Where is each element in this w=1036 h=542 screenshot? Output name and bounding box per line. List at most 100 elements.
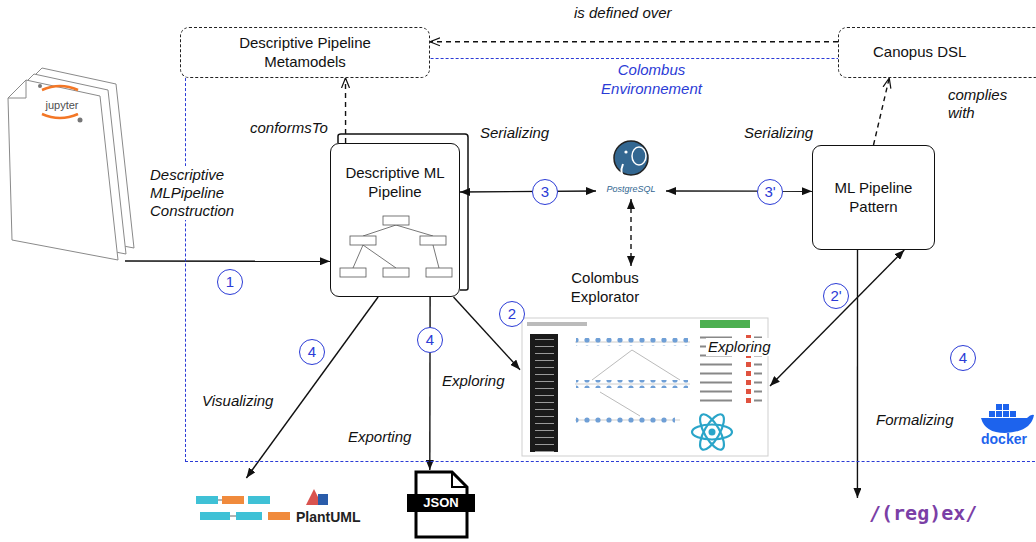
postgres-elephant: [621, 164, 625, 178]
node-label: JSON: [413, 494, 469, 512]
react-logo: [692, 425, 732, 440]
notebook-pages: [42, 114, 78, 118]
plantuml-sample: [230, 516, 236, 517]
docker-whale: [1003, 411, 1009, 417]
node-label: /(reg)ex/: [869, 501, 995, 526]
edge-label: complies with: [946, 86, 1028, 122]
node-label: jupyter: [43, 99, 80, 113]
callout-number: 1: [217, 269, 243, 295]
callout-number: 2': [823, 283, 849, 309]
pipeline-tree: [340, 268, 366, 277]
docker-whale: [989, 411, 995, 417]
explorer-screenshot: [592, 350, 632, 380]
react-logo: [692, 411, 732, 453]
postgres-elephant: [632, 147, 646, 165]
connector: [246, 297, 378, 478]
metamodel-box: Descriptive Pipeline Metamodels: [180, 27, 430, 78]
pipeline-tree: [350, 236, 376, 245]
edge-label: Exploring: [440, 372, 507, 390]
notebook-files: jupyter: [5, 68, 125, 264]
logo-label: docker: [981, 431, 1027, 447]
explorer-tool: Colombus Explorator: [520, 266, 770, 458]
edge-label: Exporting: [346, 428, 413, 446]
connector: [345, 78, 347, 143]
node-label: PostgreSQL: [596, 184, 666, 195]
explorer-screenshot: [600, 392, 640, 416]
pipeline-tree: [363, 225, 396, 236]
pipeline-tree: [433, 245, 439, 268]
plantuml-sample: [318, 494, 328, 505]
plantuml-sample: [248, 496, 270, 504]
edge-label: conformsTo: [248, 119, 330, 137]
edge-label: Exploring: [706, 338, 773, 356]
callout-number: 4: [950, 345, 976, 371]
stacked-pipeline-back: [338, 134, 468, 290]
notebook-pages: [38, 84, 42, 88]
explorer-screenshot: [530, 334, 558, 452]
notebook-pages: [8, 80, 118, 260]
node-label: Colombus Environnement: [584, 61, 719, 99]
dsl-box: Canopus DSL: [838, 27, 1036, 78]
explorer-screenshot: [576, 338, 688, 346]
notebook-pages: [42, 86, 78, 90]
plantuml-sample: [200, 512, 230, 520]
notebook-pages: [8, 68, 134, 260]
explorer-screenshot: [632, 350, 680, 380]
connector: [857, 250, 858, 498]
pipeline-box: Descriptive ML Pipeline: [330, 143, 460, 297]
callout-number: 3: [532, 179, 558, 205]
notebook-pages: [8, 80, 26, 98]
plantuml-sample: [196, 496, 218, 504]
explorer-screenshot: [700, 320, 750, 328]
pipeline-tree: [426, 268, 452, 277]
connector: [460, 190, 596, 192]
edge-label: Formalizing: [874, 411, 956, 429]
node-label: PlantUML: [296, 509, 362, 527]
edge-label: Serializing: [478, 124, 551, 142]
postgres-elephant: [614, 141, 648, 178]
node-label: Descriptive ML Pipeline: [345, 164, 445, 202]
edge-label: Descriptive MLPipeline Construction: [148, 166, 260, 220]
postgres-elephant: [624, 150, 627, 153]
connector: [430, 41, 838, 42]
connector: [125, 260, 330, 262]
connector: [666, 190, 812, 192]
docker-whale: [1003, 404, 1009, 410]
json-file-icon: [452, 472, 467, 487]
plantuml-sample: [218, 500, 222, 501]
docker-whale: [996, 404, 1002, 410]
node-label: Canopus DSL: [873, 43, 966, 62]
plantuml-sample: [222, 496, 244, 504]
docker-whale: [1010, 411, 1016, 417]
pipeline-tree: [340, 216, 452, 277]
connector: [874, 78, 890, 145]
docker-whale: [981, 415, 1034, 433]
callout-number: 4: [417, 327, 443, 353]
edge-label: Serializing: [742, 124, 815, 142]
pipeline-tree: [383, 216, 409, 225]
pipeline-tree: [383, 268, 409, 277]
node-label: ML Pipeline Pattern: [823, 179, 924, 217]
callout-number: 3': [757, 179, 783, 205]
pipeline-tree: [420, 236, 446, 245]
regex-output: /(reg)ex/: [845, 498, 995, 532]
plantuml-sample: [268, 512, 290, 520]
database-icon: PostgreSQL: [596, 135, 666, 199]
docker-whale: [996, 411, 1002, 417]
react-logo: [696, 411, 729, 453]
stacked-pipeline-back: [338, 134, 468, 290]
docker-whale: [981, 404, 1034, 433]
connector: [429, 297, 431, 470]
edge-label: is defined over: [572, 4, 674, 22]
callout-number: 4: [299, 339, 325, 365]
postgres-elephant: [614, 141, 648, 175]
connector: [630, 199, 631, 266]
explorer-screenshot: [576, 416, 675, 424]
pipeline-tree: [363, 245, 396, 268]
pipeline-tree: [353, 245, 363, 268]
node-label: Descriptive Pipeline Metamodels: [203, 34, 407, 72]
react-logo: [709, 429, 716, 436]
